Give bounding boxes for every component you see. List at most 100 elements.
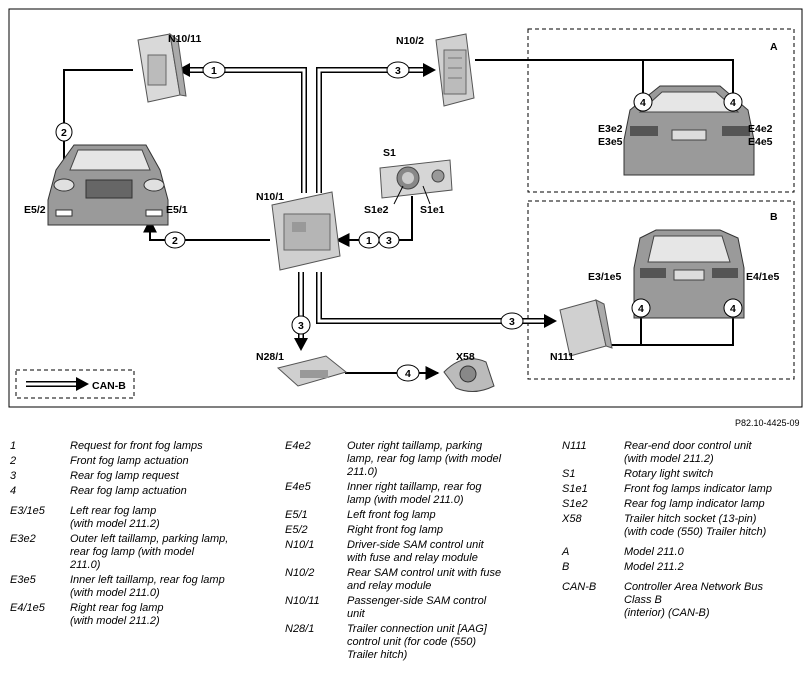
legend-description: Inner right taillamp, rear fog lamp (wit… [347, 481, 482, 506]
legend-description: Rear SAM control unit with fuse and rela… [347, 567, 502, 592]
callout-4-e4e5: 4 [723, 92, 743, 112]
legend-code: N10/2 [285, 567, 315, 579]
n111-unit [559, 299, 613, 357]
legend-code: B [562, 561, 570, 573]
n10-2-unit [435, 33, 475, 107]
legend-description: Controller Area Network Bus Class B (int… [624, 581, 763, 619]
legend-description: Rotary light switch [624, 468, 714, 480]
legend-description: Trailer connection unit [AAG] control un… [347, 623, 487, 661]
legend-description: Driver-side SAM control unit with fuse a… [347, 539, 484, 564]
callout-2-e5-2: 2 [55, 122, 73, 142]
legend-item: N10/11 Passenger-side SAM control unit [285, 595, 555, 621]
canb-arrowhead-n10-2 [423, 63, 436, 77]
legend-code: CAN-B [562, 581, 597, 593]
e5-1-label: E5/1 [166, 204, 188, 216]
legend-description: Inner left taillamp, rear fog lamp (with… [70, 574, 225, 599]
svg-text:2: 2 [172, 235, 178, 247]
legend-code: N111 [562, 440, 587, 452]
canb-key: CAN-B [15, 369, 135, 399]
legend-item: E4/1e5 Right rear fog lamp (with model 21… [10, 602, 280, 628]
canb-arrowhead-n28-1 [294, 338, 308, 351]
canb-arrowhead-n111 [544, 314, 557, 328]
legend-description: Left rear fog lamp (with model 211.2) [70, 505, 160, 530]
n10-2-label: N10/2 [396, 35, 424, 47]
callout-3-n111: 3 [500, 312, 524, 330]
front-car-image [47, 144, 169, 226]
legend-description: Left front fog lamp [347, 509, 436, 521]
e3-1e5-label: E3/1e5 [588, 271, 621, 283]
legend-code: E4/1e5 [10, 602, 45, 614]
legend-code: N10/11 [285, 595, 320, 607]
callout-4-x58: 4 [396, 364, 420, 382]
svg-text:1: 1 [211, 65, 217, 77]
legend-description: Right rear fog lamp (with model 211.2) [70, 602, 164, 627]
e4-1e5-label: E4/1e5 [746, 271, 779, 283]
callout-3-n28-1: 3 [291, 315, 311, 335]
legend-code: X58 [562, 513, 582, 525]
legend-description: Request for front fog lamps [70, 440, 203, 452]
legend-code: S1 [562, 468, 576, 480]
legend-code: 3 [10, 470, 17, 482]
legend-item: N28/1 Trailer connection unit [AAG] contr… [285, 623, 555, 662]
x58-label: X58 [456, 351, 475, 363]
legend-item: E3e5 Inner left taillamp, rear fog lamp (… [10, 574, 280, 600]
legend-code: N28/1 [285, 623, 315, 635]
legend-code: 4 [10, 485, 17, 497]
model-a-box [527, 28, 795, 193]
svg-text:3: 3 [509, 316, 515, 328]
legend-code: E3e5 [10, 574, 36, 586]
model-b-box [527, 200, 795, 380]
callout-1-n10-11: 1 [202, 61, 226, 79]
rear-car-model-b [633, 229, 745, 319]
s1-label: S1 [383, 147, 396, 159]
n10-1-label: N10/1 [256, 191, 284, 203]
callout-1-s1: 1 [358, 231, 380, 249]
s1e1-label: S1e1 [420, 204, 445, 216]
s1e2-label: S1e2 [364, 204, 389, 216]
svg-text:1: 1 [366, 235, 372, 247]
model-a-label: A [770, 41, 778, 53]
legend-code: S1e2 [562, 498, 588, 510]
legend-code: A [562, 546, 570, 558]
n111-label: N111 [550, 351, 574, 363]
legend-item: S1 Rotary light switch [562, 468, 807, 481]
legend-description: Rear fog lamp request [70, 470, 179, 482]
model-b-label: B [770, 211, 778, 223]
callout-4-e4-1e5: 4 [723, 298, 743, 318]
svg-text:4: 4 [730, 97, 736, 109]
legend-description: Front fog lamps indicator lamp [624, 483, 772, 495]
canb-arrowhead-n10-11 [177, 63, 190, 77]
svg-text:4: 4 [730, 303, 736, 315]
callout-3-s1: 3 [378, 231, 400, 249]
legend-description: Trailer hitch socket (13-pin) (with code… [624, 513, 767, 538]
svg-text:4: 4 [638, 303, 644, 315]
legend-description: Passenger-side SAM control unit [347, 595, 487, 620]
svg-text:4: 4 [405, 368, 411, 380]
callout-3-n10-2: 3 [386, 61, 410, 79]
legend-item: CAN-B Controller Area Network Bus Class B… [562, 581, 807, 620]
n10-11-unit [137, 32, 187, 103]
legend-item: 3 Rear fog lamp request [10, 470, 280, 483]
legend-code: N10/1 [285, 539, 315, 551]
legend-description: Front fog lamp actuation [70, 455, 189, 467]
fog-lamp-network-diagram: A B N10/1 1 N10/2 [8, 8, 803, 408]
line-n10-1-to-e5-1 [143, 218, 270, 241]
e3e2-label: E3e2 [598, 123, 623, 135]
legend-description: Right front fog lamp [347, 524, 443, 536]
callout-4-e3e5: 4 [633, 92, 653, 112]
legend-code: E4e2 [285, 440, 311, 452]
legend-description: Outer left taillamp, parking lamp, rear … [70, 533, 229, 571]
e3e5-label: E3e5 [598, 136, 623, 148]
